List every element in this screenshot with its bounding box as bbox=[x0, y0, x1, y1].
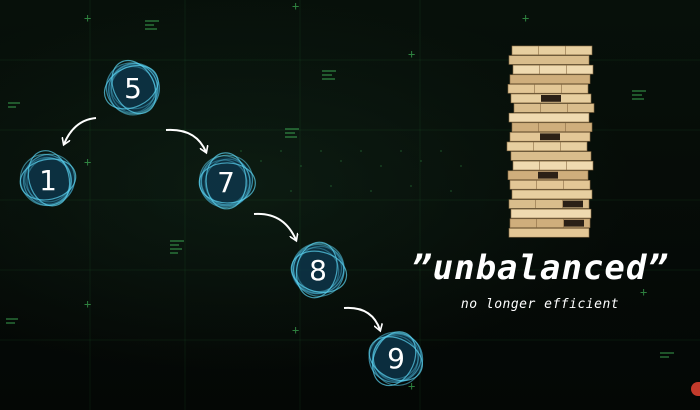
unbalanced-caption: ”unbalanced” bbox=[411, 248, 669, 288]
tower-layer-block bbox=[509, 74, 591, 84]
node-ring bbox=[105, 62, 159, 115]
edge-n7-n8 bbox=[253, 212, 296, 240]
tower-gap bbox=[541, 95, 561, 102]
node-fill bbox=[21, 155, 75, 205]
node-ring bbox=[290, 250, 348, 293]
tower-gap bbox=[538, 171, 558, 179]
node-label: 7 bbox=[217, 166, 235, 199]
tower-layer-block bbox=[510, 151, 592, 161]
node-ring bbox=[372, 331, 417, 387]
tower-layer-block bbox=[507, 84, 589, 94]
tower-layer-block bbox=[512, 64, 594, 75]
node-fill bbox=[291, 245, 345, 295]
svg-text:+: + bbox=[292, 323, 299, 337]
node-ring bbox=[27, 150, 71, 207]
tree-node-1: 1 bbox=[19, 150, 77, 207]
node-fill bbox=[369, 333, 423, 383]
node-ring bbox=[368, 331, 422, 383]
tower-layer-block bbox=[508, 228, 590, 238]
tower-layer-block bbox=[510, 208, 592, 219]
node-label: 8 bbox=[309, 254, 327, 287]
node-fill bbox=[106, 63, 160, 113]
edge-n5-n1 bbox=[64, 117, 97, 144]
no-longer-efficient-caption: no longer efficient bbox=[460, 297, 620, 312]
tower-layer-block bbox=[509, 180, 591, 190]
tower-layer-block bbox=[506, 141, 588, 152]
node-ring bbox=[205, 152, 247, 210]
svg-text:+: + bbox=[292, 0, 299, 13]
tree-node-9: 9 bbox=[368, 331, 424, 387]
node-fill bbox=[199, 157, 253, 207]
svg-text:+: + bbox=[408, 379, 415, 393]
svg-text:+: + bbox=[84, 11, 91, 25]
tree-nodes: 5 1 7 8 9 bbox=[19, 60, 424, 387]
tower-gap bbox=[564, 219, 584, 227]
tree-node-7: 7 bbox=[198, 152, 256, 210]
node-ring bbox=[19, 158, 77, 201]
tree-edges bbox=[64, 117, 380, 330]
node-ring bbox=[295, 241, 338, 299]
tower-layer-block bbox=[508, 112, 590, 123]
tower-gap bbox=[563, 200, 583, 208]
node-ring bbox=[111, 60, 157, 115]
code-fragments bbox=[6, 20, 674, 358]
edge-n8-n9 bbox=[343, 306, 380, 330]
node-label: 9 bbox=[387, 342, 405, 375]
tower-gap bbox=[540, 133, 560, 141]
dot-field bbox=[240, 150, 462, 192]
tree-node-8: 8 bbox=[290, 241, 348, 299]
edge-n5-n7 bbox=[165, 128, 206, 152]
corner-accent bbox=[691, 382, 700, 396]
tower-layer-block bbox=[508, 199, 590, 209]
tower-layer-block bbox=[509, 218, 591, 228]
node-ring bbox=[204, 158, 251, 206]
node-ring bbox=[23, 153, 76, 206]
svg-text:+: + bbox=[408, 47, 415, 61]
svg-text:+: + bbox=[640, 285, 647, 299]
tree-node-5: 5 bbox=[103, 60, 160, 116]
node-ring bbox=[292, 243, 345, 297]
tower-layer-block bbox=[511, 189, 593, 200]
svg-text:+: + bbox=[522, 11, 529, 25]
tower-layer-block bbox=[513, 103, 595, 113]
node-ring bbox=[371, 332, 424, 386]
svg-text:+: + bbox=[84, 297, 91, 311]
plus-markers: + + + + + + + + + bbox=[84, 0, 647, 393]
tower-layer-block bbox=[508, 55, 590, 65]
node-ring bbox=[368, 336, 423, 382]
tower-layer-block bbox=[511, 122, 593, 132]
node-label: 1 bbox=[39, 164, 57, 197]
node-ring bbox=[198, 162, 256, 204]
tower-layer-block bbox=[511, 45, 593, 56]
tower-layer-block bbox=[512, 160, 594, 171]
svg-text:+: + bbox=[84, 155, 91, 169]
node-ring bbox=[103, 64, 159, 110]
node-ring bbox=[19, 153, 72, 207]
node-label: 5 bbox=[124, 72, 142, 105]
